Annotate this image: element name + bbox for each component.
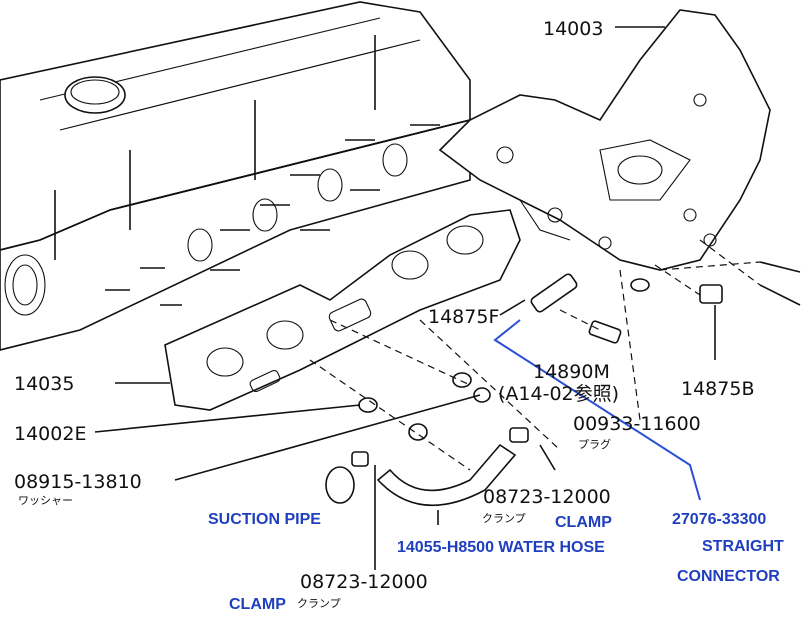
part-labels: 14003 14875F 14890M (A14-02参照) 00933-116… [14,18,754,610]
annotation-connector: CONNECTOR [677,568,780,585]
nut-lower [408,423,428,441]
label-00933: 00933-11600 [573,413,701,435]
label-08915: 08915-13810 [14,471,142,493]
sensor-14875F [530,273,578,313]
annotation-suction-pipe: SUCTION PIPE [208,511,321,528]
label-14890M: 14890M [533,361,610,383]
label-14002E: 14002E [14,423,86,445]
nut-right [452,372,472,388]
cylinder-head [0,1,471,351]
clamp-a [351,451,369,467]
label-08723-upper: 08723-12000 [483,486,611,508]
annotation-straight: STRAIGHT [702,538,784,555]
hardware-parts [325,261,801,507]
label-14875F: 14875F [428,306,499,328]
label-clamp-jp-upper: クランプ [482,512,526,525]
label-14035: 14035 [14,373,74,395]
annotation-connector-pn: 27076-33300 [672,511,766,528]
leader-lines [94,26,761,570]
suction-pipe-end [325,466,355,504]
label-a14-ref: (A14-02参照) [498,383,619,405]
label-08723-lower: 08723-12000 [300,571,428,593]
clamp-b [509,427,529,443]
fitting-14875B [699,284,723,304]
label-14003: 14003 [543,18,603,40]
annotation-water-hose: 14055-H8500 WATER HOSE [397,539,605,556]
label-14875B: 14875B [681,378,754,400]
english-annotations: SUCTION PIPE CLAMP 14055-H8500 WATER HOS… [208,511,784,613]
manifold-gasket [164,209,521,411]
annotation-clamp-upper: CLAMP [555,514,612,531]
plug-00933 [630,278,650,292]
water-hose [376,443,517,507]
label-clamp-jp-lower: クランプ [297,597,341,610]
label-plug-jp: プラグ [578,437,611,451]
nut-left [358,397,378,413]
intake-manifold [438,9,771,271]
label-washer-jp: ワッシャー [18,494,73,507]
connector-leader-line [493,319,701,501]
annotation-clamp-lower: CLAMP [229,596,286,613]
washer-08915 [473,387,491,403]
switch-14890M [588,320,622,344]
